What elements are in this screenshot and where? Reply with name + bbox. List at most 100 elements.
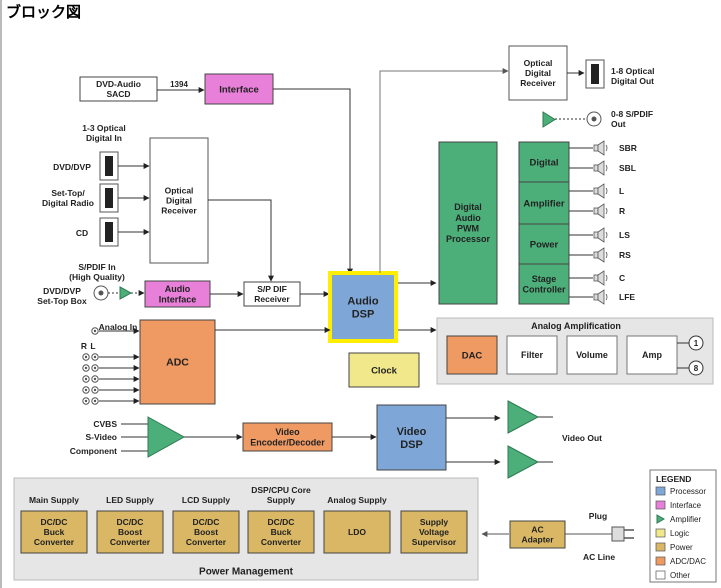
stereo-jack-l-4-core [93,388,97,392]
stereo-jack-l-5-core [93,399,97,403]
legend-swatch-1 [655,486,666,496]
supply-box-5 [323,510,391,554]
legend-item-4: Logic [670,529,689,538]
speaker-rs-icon-wave [605,251,608,259]
legend-item-2: Interface [670,501,702,510]
video-output-amp-2 [507,445,540,479]
output-8-label: 8 [694,364,699,373]
output-1-jack [688,335,704,351]
digital-block-label: Digital [529,157,558,168]
supply-header-3: LCD Supply [182,495,230,505]
page-title: ブロック図 [6,3,82,21]
supply-header-5: Analog Supply [327,495,387,505]
amplifier-block-label: Amplifier [523,198,564,209]
dac-block-label: DAC [462,350,483,361]
amplifier-block [518,181,570,225]
interface-block [204,73,274,105]
legend-swatch-2 [655,500,666,510]
legend-item-5: Power [670,543,693,552]
stereo-jack-r-4-core [84,388,88,392]
legend-item-7: Other [670,571,690,580]
speaker-r-icon-wave [605,207,608,215]
stereo-jack-l-1-core [93,355,97,359]
wire-dsp-optical-out [379,68,509,273]
speaker-sbr-icon [593,144,599,152]
optical-receiver-block [149,137,209,264]
speaker-r-icon [593,207,599,215]
clock-block-label: Clock [371,365,398,376]
power-management-title: Power Management [199,567,294,578]
optical-out-port-port [591,64,599,84]
speaker-c-icon [593,274,599,282]
adc-block [139,319,216,405]
video-dsp-block [376,404,447,471]
speaker-sbr-icon-wave [605,144,608,152]
plug-icon [611,526,625,542]
speaker-ls-icon-wave [605,231,608,239]
speaker-l-icon [593,187,599,195]
legend-swatch-amplifier [656,514,666,524]
l-label: L [90,341,95,351]
ac-line-label: AC Line [583,552,615,562]
speaker-c-icon-wave [605,274,608,282]
wire-receiver-spdif [208,199,274,282]
dac-block [446,335,498,375]
legend-swatch-4 [655,528,666,538]
supply-box-6 [400,510,468,554]
settop-radio-label: Set-Top/Digital Radio [42,188,94,208]
legend-title: LEGEND [656,474,691,484]
video-codec-block [242,422,333,452]
speaker-ls-icon-cone [597,227,605,243]
legend-swatch-5 [655,542,666,552]
power-stage-block-label: Power [530,239,559,250]
speaker-lfe-icon [593,293,599,301]
plug-label: Plug [589,511,607,521]
supply-box-1 [20,510,88,554]
analog-in-label: Analog In [99,322,138,332]
output-8-jack [688,360,704,376]
speaker-lfe-label: LFE [619,292,635,302]
spdif-out-jack-core [591,116,597,122]
audio-interface-block [144,280,211,308]
legend-swatch-7 [655,570,666,580]
video-input-amp [147,416,186,458]
cvbs-label: CVBS [93,419,117,429]
spdif-input-amp [119,286,133,300]
dvd-dvp-label: DVD/DVP [53,162,91,172]
volume-block [566,335,618,375]
digital-block [518,141,570,183]
supply-box-5-label: LDO [348,527,366,537]
cd-port-port [105,222,113,242]
stereo-jack-r-1-core [84,355,88,359]
optical-out-receiver-block [508,45,568,101]
cd-label: CD [76,228,88,238]
analog-amp-title: Analog Amplification [531,321,621,331]
legend-item-6: ADC/DAC [670,557,706,566]
speaker-c-icon-cone [597,270,605,286]
settop-radio-port-port [105,188,113,208]
speaker-rs-label: RS [619,250,631,260]
ac-adapter-block [509,520,566,549]
spdif-out-amp [542,111,556,128]
speaker-rs-icon-cone [597,247,605,263]
interface-block-label: Interface [219,84,259,95]
amp-block-label: Amp [642,350,663,360]
clock-block [348,352,420,388]
speaker-lfe-icon-cone [597,289,605,305]
amp-block [626,335,678,375]
speaker-l-label: L [619,186,624,196]
